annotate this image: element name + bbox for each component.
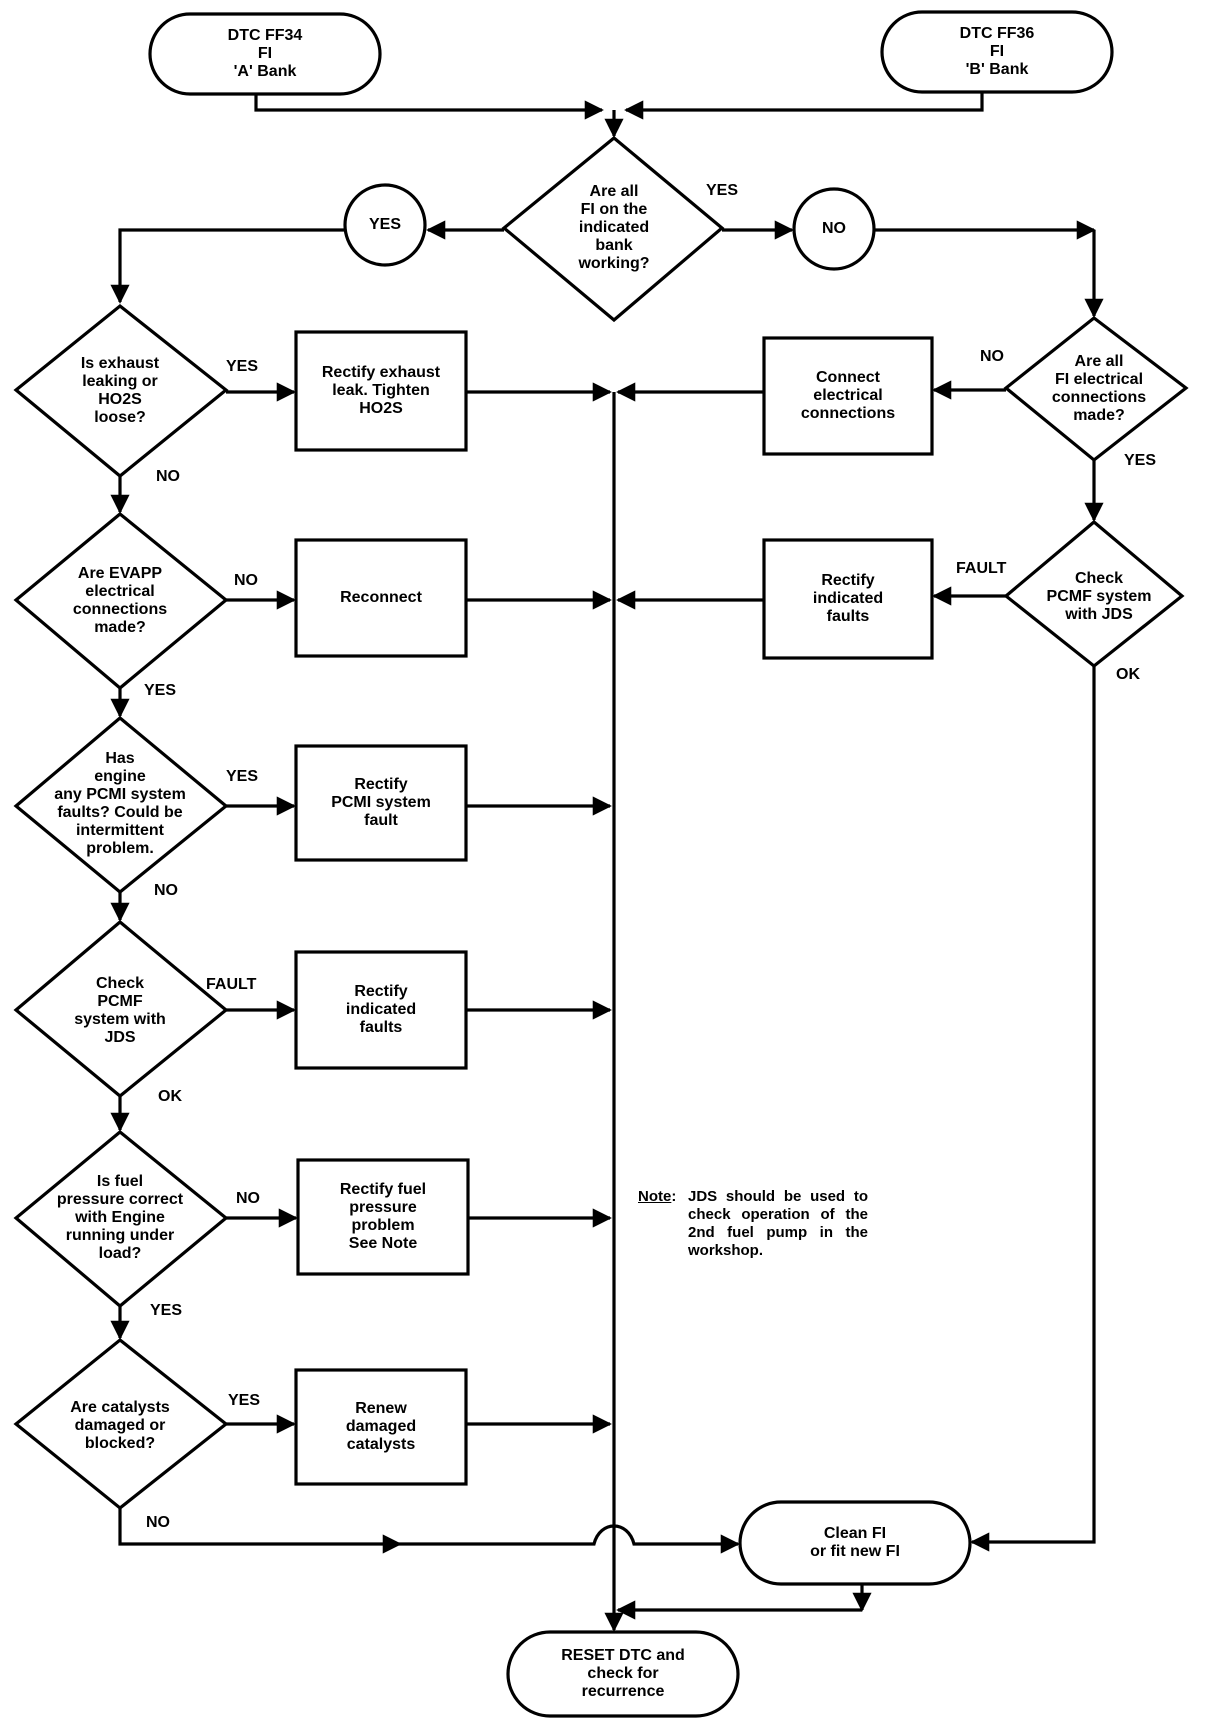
fi-elec-yes-tag: YES	[1124, 452, 1157, 469]
pcmi-label: Has engine any PCMI system faults? Could…	[54, 750, 186, 857]
fuel-yes-tag: YES	[150, 1302, 183, 1319]
rectify-fuel-box	[296, 1158, 470, 1276]
fuel-no-tag: NO	[236, 1190, 260, 1207]
fi-yes-tag: YES	[706, 182, 739, 199]
reset-terminal	[506, 1630, 740, 1718]
rectify-left-box	[294, 950, 468, 1070]
clean-fi-terminal	[738, 1500, 972, 1586]
pcmf-left-label: Check PCMF system with JDS	[74, 975, 166, 1046]
yes-connector-label: YES	[368, 216, 401, 233]
catalysts-no-tag: NO	[146, 1514, 170, 1531]
fi-working-label: Are all FI on the indicated bank working…	[578, 183, 650, 272]
exhaust-no-tag: NO	[156, 468, 180, 485]
start-a-label: DTC FF34 FI 'A' Bank	[227, 27, 303, 80]
edge-yes-to-exhaust	[110, 228, 345, 304]
edge-catalysts-no-hop	[400, 1524, 740, 1554]
rectify-left-label: Rectify indicated faults	[345, 983, 417, 1036]
edge-start-b	[624, 92, 984, 120]
pcmi-yes-tag: YES	[226, 768, 259, 785]
evapp-label: Are EVAPP electrical connections made?	[72, 565, 168, 636]
edge-catalysts-no	[118, 1508, 402, 1554]
rectify-pcmi-label: Rectify PCMI system fault	[331, 776, 431, 829]
no-connector-label: NO	[822, 220, 846, 237]
start-b-label: DTC FF36 FI 'B' Bank	[959, 25, 1035, 78]
rectify-exhaust-box	[294, 330, 468, 452]
reconnect-box	[294, 538, 468, 658]
edge-pcmf-right-ok	[970, 666, 1096, 1552]
pcmf-right-label: Check PCMF system with JDS	[1046, 570, 1152, 623]
reconnect-label: Reconnect	[340, 589, 422, 606]
pcmi-no-tag: NO	[154, 882, 178, 899]
pcmf-left-fault-tag: FAULT	[206, 976, 257, 993]
rectify-exhaust-label: Rectify exhaust leak. Tighten HO2S	[321, 364, 441, 417]
rectify-pcmi-box	[294, 744, 468, 862]
edge-start-a	[254, 94, 604, 120]
catalysts-yes-tag: YES	[228, 1392, 261, 1409]
fi-elec-label: Are all FI electrical connections made?	[1051, 353, 1147, 424]
pcmf-left-ok-tag: OK	[158, 1088, 182, 1105]
catalysts-label: Are catalysts damaged or blocked?	[70, 1399, 170, 1452]
renew-box	[294, 1368, 468, 1486]
clean-fi-label: Clean FI or fit new FI	[810, 1525, 900, 1560]
connect-elec-box	[762, 336, 934, 456]
note: Note: JDS should be used to check operat…	[638, 1188, 868, 1259]
rectify-fuel-label: Rectify fuel pressure problem See Note	[339, 1181, 427, 1252]
rectify-right-box	[762, 538, 934, 660]
reset-label: RESET DTC and check for recurrence	[561, 1647, 685, 1700]
exhaust-label: Is exhaust leaking or HO2S loose?	[80, 355, 160, 426]
start-b-terminal	[880, 10, 1114, 94]
pcmf-right-ok-tag: OK	[1116, 666, 1140, 683]
note-heading: Note	[638, 1188, 672, 1205]
rectify-right-label: Rectify indicated faults	[812, 572, 884, 625]
start-a-terminal	[148, 12, 382, 96]
evapp-no-tag: NO	[234, 572, 258, 589]
note-text: JDS should be used to check operation of…	[688, 1188, 868, 1259]
evapp-yes-tag: YES	[144, 682, 177, 699]
fuel-label: Is fuel pressure correct with Engine run…	[56, 1173, 184, 1262]
yes-connector	[343, 183, 427, 267]
pcmf-right-fault-tag: FAULT	[956, 560, 1007, 577]
renew-label: Renew damaged catalysts	[345, 1400, 417, 1453]
fi-elec-no-tag: NO	[980, 348, 1004, 365]
fi-working-decision	[501, 135, 725, 323]
connect-elec-label: Connect electrical connections	[800, 369, 896, 422]
exhaust-yes-tag: YES	[226, 358, 259, 375]
